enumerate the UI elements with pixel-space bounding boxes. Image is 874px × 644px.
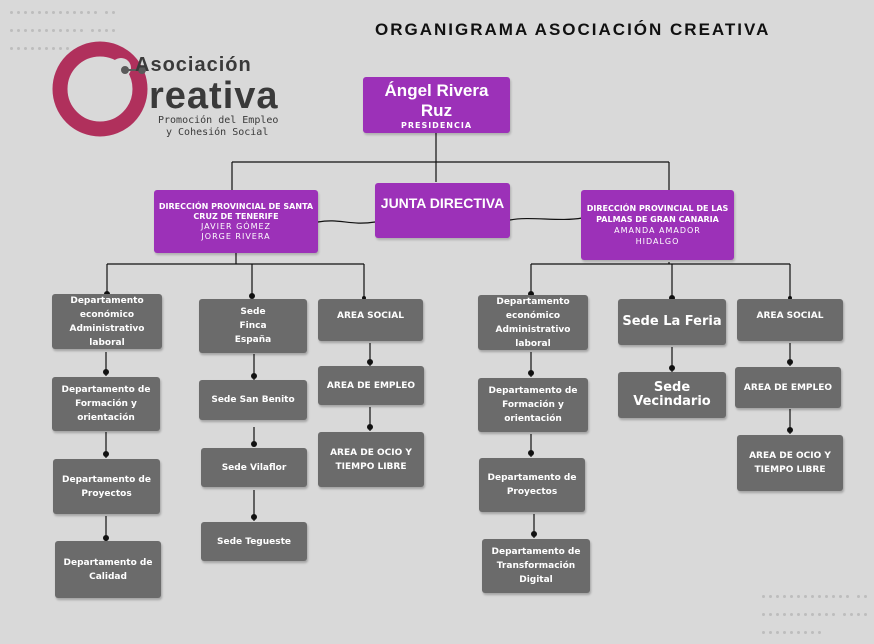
dot-pattern-top-left bbox=[10, 6, 120, 60]
direccion-tenerife-box: DIRECCIÓN PROVINCIAL DE SANTA CRUZ DE TE… bbox=[154, 190, 318, 253]
left-sede-tegueste: Sede Tegueste bbox=[201, 522, 307, 561]
presidencia-name: Ángel Rivera Ruz bbox=[384, 80, 489, 120]
right-dept-proyectos: Departamento de Proyectos bbox=[479, 458, 585, 512]
left-area-social: AREA SOCIAL bbox=[318, 299, 423, 341]
logo-tagline: Promoción del Empleo y Cohesión Social bbox=[158, 115, 278, 139]
left-dept-calidad: Departamento de Calidad bbox=[55, 541, 161, 598]
connector-lines bbox=[103, 133, 793, 541]
page-title: ORGANIGRAMA ASOCIACIÓN CREATIVA bbox=[375, 20, 771, 39]
logo-tagline-line2: y Cohesión Social bbox=[166, 127, 269, 138]
logo: Asociación reativa Promoción del Empleo … bbox=[50, 40, 300, 140]
direccion-tenerife-person2: JORGE RIVERA bbox=[201, 231, 271, 241]
junta-directiva-box: JUNTA DIRECTIVA bbox=[375, 183, 510, 238]
direccion-gran-canaria-title: DIRECCIÓN PROVINCIAL DE LAS PALMAS DE GR… bbox=[586, 204, 729, 224]
direccion-tenerife-person1: JAVIER GÓMEZ bbox=[200, 221, 272, 231]
logo-text-asociacion: Asociación bbox=[135, 54, 252, 76]
direccion-gran-canaria-person1: AMANDA AMADOR bbox=[614, 226, 701, 235]
direccion-gran-canaria-person2: HIDALGO bbox=[635, 237, 680, 246]
left-area-ocio: AREA DE OCIO Y TIEMPO LIBRE bbox=[318, 432, 424, 487]
right-dept-economico: Departamento económico Administrativo la… bbox=[478, 295, 588, 350]
right-dept-transformacion: Departamento de Transformación Digital bbox=[482, 539, 590, 593]
presidencia-role: PRESIDENCIA bbox=[400, 120, 473, 130]
left-area-empleo: AREA DE EMPLEO bbox=[318, 366, 424, 405]
junta-directiva-label: JUNTA DIRECTIVA bbox=[380, 195, 505, 211]
right-sede-vecindario: Sede Vecindario bbox=[618, 372, 726, 418]
right-sede-la-feria: Sede La Feria bbox=[618, 299, 726, 345]
direccion-tenerife-title: DIRECCIÓN PROVINCIAL DE SANTA CRUZ DE TE… bbox=[158, 201, 314, 221]
left-sede-vilaflor: Sede Vilaflor bbox=[201, 448, 307, 487]
logo-text-creativa: reativa bbox=[149, 75, 279, 117]
logo-ring-icon bbox=[52, 41, 148, 137]
left-dept-formacion: Departamento de Formación y orientación bbox=[52, 377, 160, 431]
left-sede-san-benito: Sede San Benito bbox=[199, 380, 307, 420]
right-area-ocio: AREA DE OCIO Y TIEMPO LIBRE bbox=[737, 435, 843, 491]
right-area-empleo: AREA DE EMPLEO bbox=[735, 367, 841, 408]
right-dept-formacion: Departamento de Formación y orientación bbox=[478, 378, 588, 432]
left-dept-economico: Departamento económico Administrativo la… bbox=[52, 294, 162, 349]
left-sede-finca-espana: Sede Finca España bbox=[199, 299, 307, 353]
logo-tagline-line1: Promoción del Empleo bbox=[158, 115, 279, 126]
direccion-gran-canaria-box: DIRECCIÓN PROVINCIAL DE LAS PALMAS DE GR… bbox=[581, 190, 734, 260]
presidencia-box: Ángel Rivera Ruz PRESIDENCIA bbox=[363, 77, 510, 133]
right-area-social: AREA SOCIAL bbox=[737, 299, 843, 341]
left-dept-proyectos: Departamento de Proyectos bbox=[53, 459, 160, 514]
